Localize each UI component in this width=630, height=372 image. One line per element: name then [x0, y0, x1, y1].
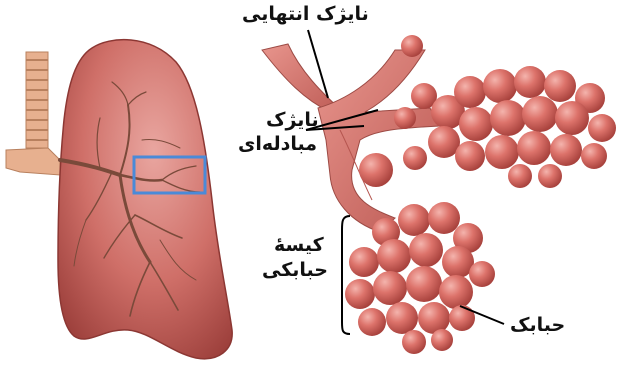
respiratory-bronchiole-tube	[318, 50, 440, 232]
trachea	[6, 52, 60, 175]
alveolus-label: حبابک	[510, 314, 565, 338]
upper-alveolar-cluster	[428, 66, 616, 188]
respiratory-bronchiole-label-line1: نایژک	[266, 109, 319, 133]
terminal-bronchiole-label: نایژک انتهایی	[242, 3, 369, 27]
alveolar-sac-bracket	[342, 216, 350, 334]
lung-lobe	[58, 40, 232, 359]
lung-illustration	[6, 40, 232, 359]
alveolar-sac-label-line2: حبابکی	[262, 259, 328, 283]
alveoli-illustration	[262, 30, 616, 354]
respiratory-bronchiole-label-line2: مبادله‌ای	[238, 133, 317, 157]
alveolar-sac-label-line1: کیسهٔ	[274, 234, 324, 258]
